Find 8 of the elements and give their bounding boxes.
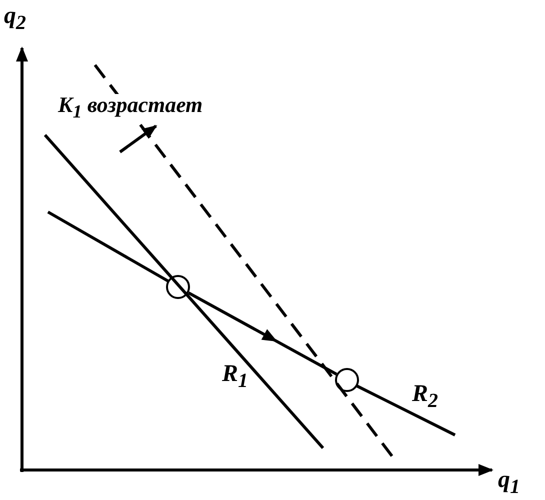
line-label: R$_{1}$ [222,362,248,391]
axis-label: q$_{2}$ [4,4,26,33]
circle-marker [166,275,190,299]
line-label: R$_{2}$ [412,382,438,411]
annotation-text: K$_{1}$ возрастает [58,94,203,121]
axis-label: q$_{1}$ [498,468,520,497]
circle-marker [335,368,359,392]
arrow [188,291,338,376]
